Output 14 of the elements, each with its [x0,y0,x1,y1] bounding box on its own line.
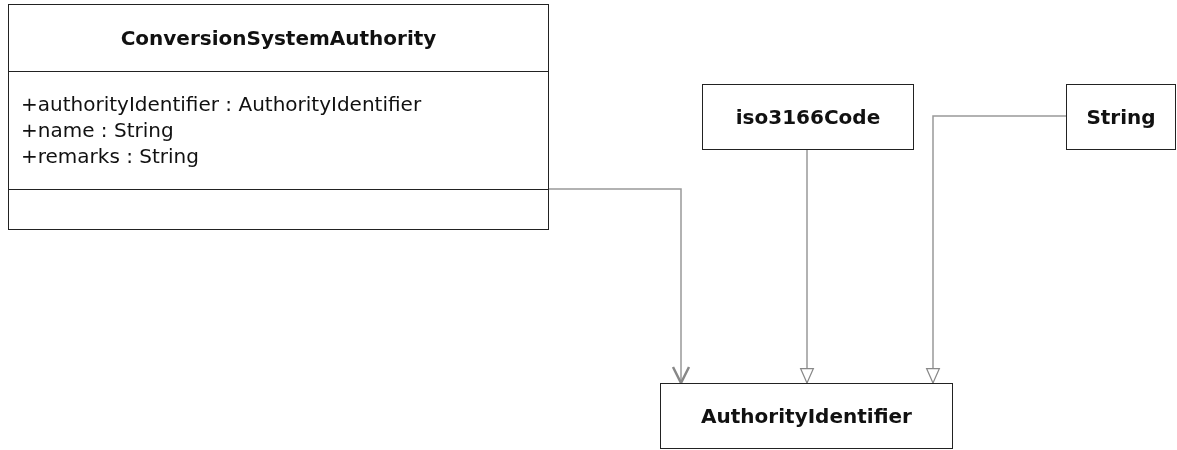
attribute-text: +authorityIdentifier : AuthorityIdentifier [21,91,422,117]
generalization-arrow [800,149,814,384]
association-arrow [548,188,691,385]
class-name: AuthorityIdentifier [701,404,912,428]
uml-class-box [8,4,549,230]
class-box [1066,84,1176,150]
attribute-text: +name : String [21,117,174,143]
class-box [660,383,953,449]
class-name: iso3166Code [735,105,881,129]
class-name: String [1086,105,1156,129]
attribute-text: +remarks : String [21,143,199,169]
class-box [702,84,914,150]
generalization-arrow [926,115,1067,384]
class-name: ConversionSystemAuthority [120,26,437,50]
